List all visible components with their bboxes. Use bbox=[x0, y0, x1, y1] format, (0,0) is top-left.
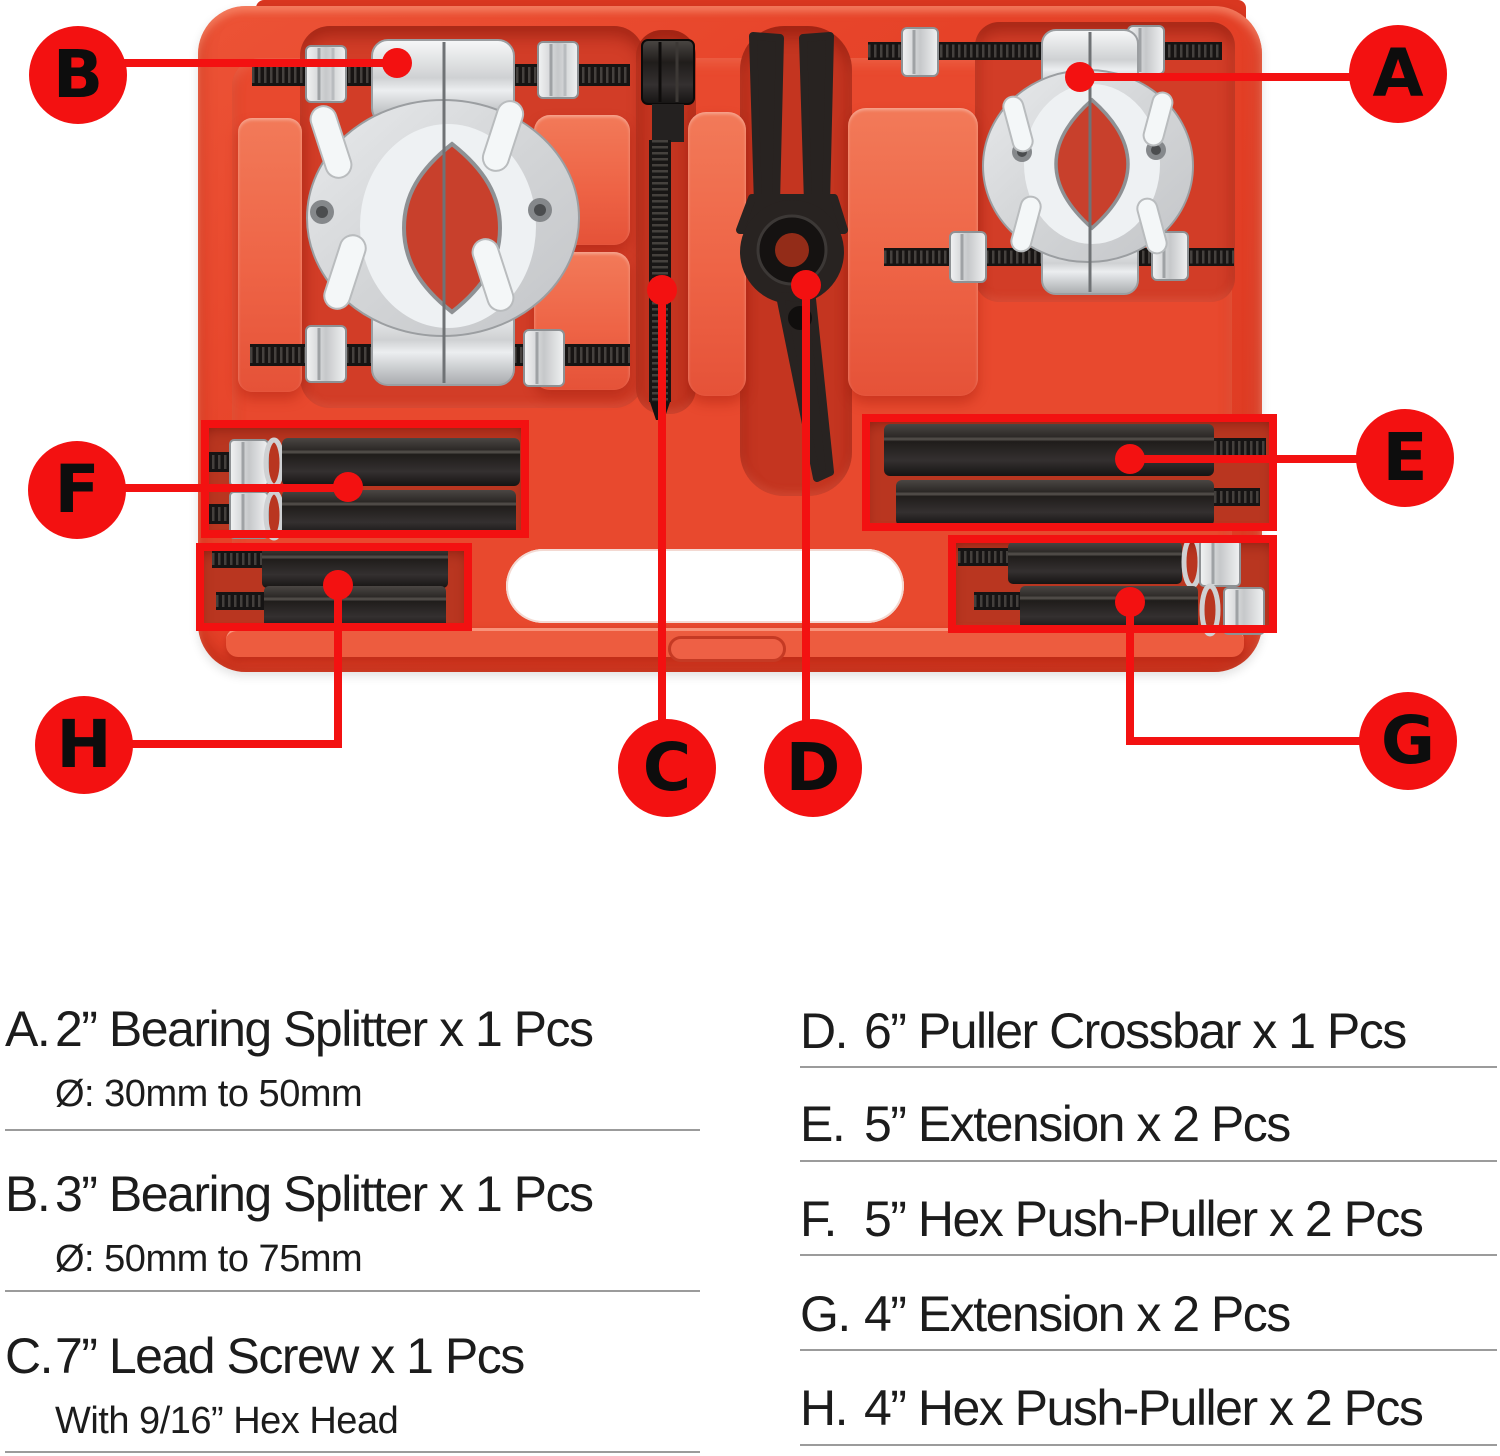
callout-box-f bbox=[201, 420, 529, 538]
legend-item-g: G.4” Extension x 2 Pcs bbox=[800, 1256, 1497, 1351]
callout-letter: D bbox=[785, 729, 841, 806]
tools-graphic bbox=[206, 25, 1266, 637]
parts-legend: A.2” Bearing Splitter x 1 Pcs Ø: 30mm to… bbox=[0, 880, 1500, 1456]
legend-item-c: C.7” Lead Screw x 1 Pcs With 9/16” Hex H… bbox=[5, 1292, 700, 1453]
crossbar-hub bbox=[756, 214, 828, 286]
item-label: E. bbox=[800, 1096, 846, 1152]
legend-item-d: D. 6” Puller Crossbar x 1 Pcs bbox=[800, 992, 1497, 1068]
item-subtitle: Ø: 30mm to 50mm bbox=[55, 1073, 363, 1115]
item-label: C. bbox=[5, 1328, 54, 1384]
item-label: A. bbox=[5, 1001, 51, 1057]
compartment-rods-f bbox=[202, 420, 528, 538]
item-title: 3” Bearing Splitter x 1 Pcs bbox=[55, 1166, 594, 1222]
item-label: G. bbox=[800, 1286, 851, 1342]
callout-dot-b bbox=[382, 48, 412, 78]
molding-block bbox=[238, 118, 302, 392]
legend-item-b: B.3” Bearing Splitter x 1 Pcs Ø: 50mm to… bbox=[5, 1131, 700, 1292]
compartment-rods-h bbox=[198, 543, 470, 631]
legend-item-e: E. 5” Extension x 2 Pcs bbox=[800, 1068, 1497, 1162]
item-title: 4” Hex Push-Puller x 2 Pcs bbox=[864, 1380, 1424, 1436]
compartment-splitter-b bbox=[300, 26, 644, 408]
callout-label-f: F bbox=[28, 441, 126, 539]
product-photo: A B C D E F G H bbox=[28, 0, 1457, 817]
item-title: 7” Lead Screw x 1 Pcs bbox=[55, 1328, 525, 1384]
molding-block bbox=[688, 112, 746, 396]
molding-block bbox=[534, 115, 630, 245]
callout-letter: E bbox=[1382, 419, 1428, 496]
extension-4in bbox=[958, 535, 1265, 637]
item-title: 6” Puller Crossbar x 1 Pcs bbox=[864, 1003, 1407, 1059]
channel-crossbar bbox=[740, 26, 852, 496]
item-title: 5” Hex Push-Puller x 2 Pcs bbox=[864, 1191, 1424, 1247]
compartment-rods-g bbox=[950, 535, 1276, 631]
item-label: B. bbox=[5, 1166, 51, 1222]
callout-label-b: B bbox=[29, 26, 127, 124]
legend-item-a: A.2” Bearing Splitter x 1 Pcs Ø: 30mm to… bbox=[5, 992, 700, 1131]
item-label: F. bbox=[800, 1191, 837, 1247]
legend-item-h: H. 4” Hex Push-Puller x 2 Pcs bbox=[800, 1351, 1497, 1446]
compartment-splitter-a bbox=[975, 22, 1235, 302]
extension-5in bbox=[884, 424, 1266, 526]
callout-letter: G bbox=[1380, 702, 1436, 779]
bearing-splitter-a bbox=[868, 25, 1234, 295]
legend-item-f: F. 5” Hex Push-Puller x 2 Pcs bbox=[800, 1162, 1497, 1256]
callout-box-g bbox=[948, 535, 1277, 633]
item-title: 5” Extension x 2 Pcs bbox=[864, 1096, 1291, 1152]
tool-case bbox=[198, 6, 1262, 672]
callout-dot-h bbox=[323, 570, 353, 600]
callout-letter: B bbox=[52, 36, 104, 113]
callout-dot-c bbox=[647, 275, 677, 305]
callout-dot-a bbox=[1065, 62, 1095, 92]
crossbar-lower-hole bbox=[788, 306, 812, 330]
callout-label-c: C bbox=[618, 719, 716, 817]
hex-push-puller-5in bbox=[206, 437, 520, 541]
handle-cutout bbox=[506, 549, 904, 623]
callout-letter: C bbox=[642, 729, 692, 806]
callout-label-g: G bbox=[1359, 692, 1457, 790]
callout-letter: H bbox=[56, 706, 112, 783]
item-label: D. bbox=[800, 1003, 849, 1059]
callout-letter: F bbox=[54, 451, 100, 528]
hex-push-puller-4in bbox=[212, 544, 448, 630]
lead-screw bbox=[641, 39, 695, 420]
callout-label-e: E bbox=[1356, 409, 1454, 507]
latch-recess bbox=[668, 636, 786, 662]
crossbar-hole bbox=[775, 233, 809, 267]
callout-box-e bbox=[862, 414, 1277, 531]
bearing-splitter-b bbox=[250, 39, 630, 387]
callout-dot-f bbox=[333, 472, 363, 502]
compartment-rods-e bbox=[864, 414, 1276, 530]
molding-block bbox=[534, 252, 630, 390]
item-subtitle: With 9/16” Hex Head bbox=[55, 1400, 399, 1442]
callout-dot-g bbox=[1115, 587, 1145, 617]
callout-line-g bbox=[1126, 602, 1364, 745]
case-lid-flange bbox=[256, 0, 1246, 20]
callout-label-a: A bbox=[1349, 25, 1447, 123]
callout-dot-d bbox=[791, 270, 821, 300]
item-subtitle: Ø: 50mm to 75mm bbox=[55, 1238, 363, 1280]
puller-crossbar bbox=[736, 32, 848, 482]
callout-label-h: H bbox=[35, 696, 133, 794]
callout-letter: A bbox=[1372, 35, 1424, 112]
item-title: 4” Extension x 2 Pcs bbox=[864, 1286, 1291, 1342]
callout-line-h bbox=[112, 585, 342, 748]
item-label: H. bbox=[800, 1380, 849, 1436]
item-title: 2” Bearing Splitter x 1 Pcs bbox=[55, 1001, 594, 1057]
callout-dot-e bbox=[1115, 444, 1145, 474]
molding-block bbox=[848, 108, 978, 396]
callout-label-d: D bbox=[764, 719, 862, 817]
channel-lead-screw bbox=[636, 30, 696, 414]
case-front-ledge bbox=[226, 628, 1244, 657]
callout-box-h bbox=[196, 543, 472, 631]
case-tray bbox=[232, 58, 1232, 644]
annotation-marks bbox=[95, 48, 1364, 748]
